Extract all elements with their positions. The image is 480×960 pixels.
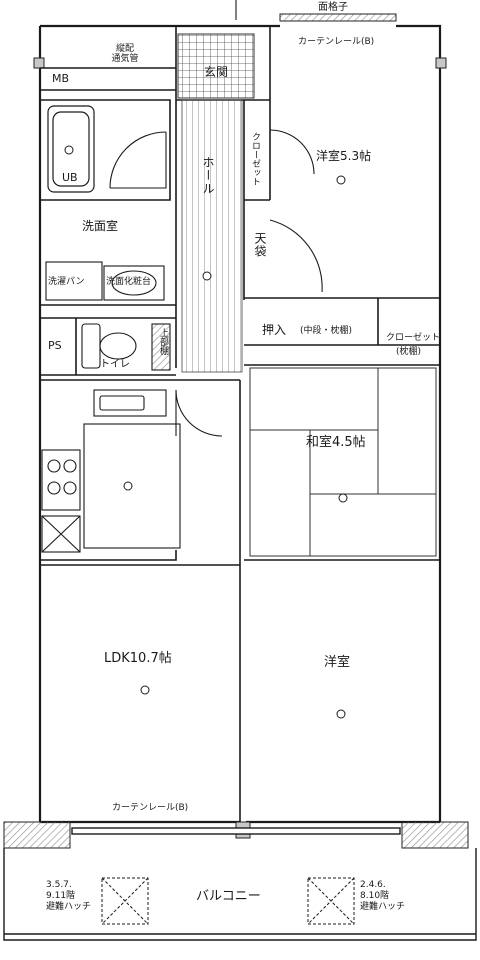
balcony-label: バルコニー: [196, 889, 261, 904]
toilet-label: トイレ: [100, 359, 130, 370]
western-room-2-label: 洋室: [324, 655, 351, 670]
washroom-label: 洗面室: [82, 219, 119, 233]
tenbukuro-label: 天袋: [253, 232, 267, 258]
kitchen-fixtures: [41, 389, 181, 553]
oshiire-label: 押入: [262, 323, 287, 337]
hall-floor: [181, 99, 243, 373]
hall-label: ホール: [201, 156, 215, 195]
toilet-shelf-label: 上部棚: [158, 328, 168, 355]
outer-walls: [38, 24, 442, 824]
closet-1-label: クローゼット: [250, 132, 260, 186]
mb-label: MB: [52, 72, 70, 85]
balcony-edge: [3, 827, 477, 941]
ub-label: UB: [62, 171, 78, 184]
curtain-rail-top-label: カーテンレール(B): [298, 37, 375, 47]
toilet-fixtures: [81, 323, 171, 371]
japanese-room-label: 和室4.5帖: [306, 435, 366, 450]
closet-2-label: クローゼット: [386, 333, 441, 343]
washer-pan-label: 洗濯パン: [48, 277, 85, 287]
entrance-label: 玄関: [204, 65, 229, 79]
vanity-label: 洗面化粧台: [106, 277, 152, 287]
top-grille-label: 面格子: [318, 2, 348, 13]
curtain-rail-bottom-label: カーテンレール(B): [112, 803, 189, 813]
tatami-lines: [249, 367, 437, 557]
ldk-label: LDK10.7帖: [104, 651, 172, 666]
interior-walls: [40, 26, 440, 822]
oshiire-note-label: (中段・枕棚): [300, 326, 353, 336]
wall-pillars: [3, 57, 469, 849]
entrance-floor: [177, 33, 255, 99]
western-room-1-label: 洋室5.3帖: [316, 149, 372, 163]
evac-hatch-right-label: 2.4.6. 8.10階 避難ハッチ: [360, 880, 406, 912]
door-swings: [109, 0, 323, 437]
ps-label: PS: [48, 339, 62, 352]
evacuation-hatches: [101, 877, 355, 925]
ceiling-lights: [64, 145, 348, 719]
closet-2-note-label: (枕棚): [396, 347, 422, 357]
washroom-fixtures: [45, 261, 165, 301]
bathtub: [47, 105, 95, 193]
top-grille: [279, 13, 397, 22]
evac-hatch-left-label: 3.5.7. 9.11階 避難ハッチ: [46, 880, 92, 912]
pipe-space-label: 縦配 通気管: [111, 44, 139, 65]
